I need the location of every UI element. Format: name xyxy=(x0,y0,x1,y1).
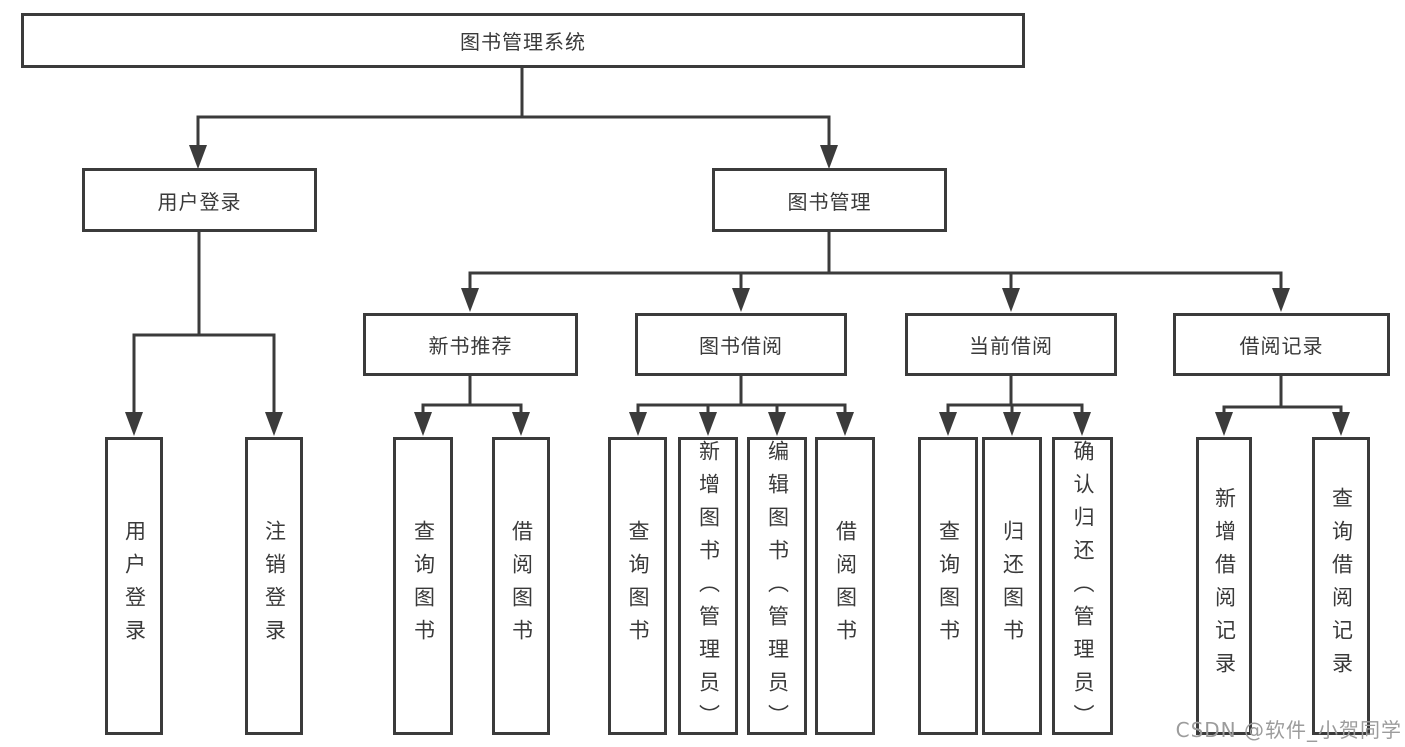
node-user-login: 用户登录 xyxy=(82,168,317,232)
leaf-add-borrow-record: 新增借阅记录 xyxy=(1196,437,1252,735)
leaf-add-book-admin-label: 新增图书（管理员） xyxy=(696,440,721,737)
leaf-edit-book-admin-label: 编辑图书（管理员） xyxy=(765,440,790,737)
leaf-logout: 注销登录 xyxy=(245,437,303,735)
leaf-query-borrow-record-label: 查询借阅记录 xyxy=(1329,487,1354,685)
leaf-add-book-admin: 新增图书（管理员） xyxy=(678,437,738,737)
leaf-borrow-books-recommend-label: 借阅图书 xyxy=(509,520,534,652)
connector-book-borrow-children xyxy=(629,376,854,436)
node-book-management-label: 图书管理 xyxy=(787,189,872,214)
node-new-book-recommend: 新书推荐 xyxy=(363,313,578,376)
leaf-add-borrow-record-label: 新增借阅记录 xyxy=(1212,487,1237,685)
connector-book-management-children xyxy=(461,232,1290,312)
leaf-query-books-recommend-label: 查询图书 xyxy=(411,520,436,652)
leaf-borrow-books: 借阅图书 xyxy=(815,437,875,735)
node-current-borrow: 当前借阅 xyxy=(905,313,1117,376)
node-book-borrow-label: 图书借阅 xyxy=(699,334,783,358)
leaf-query-books-borrow: 查询图书 xyxy=(608,437,667,735)
connector-borrow-record-children xyxy=(1215,376,1350,436)
leaf-confirm-return-admin-label: 确认归还（管理员） xyxy=(1071,440,1095,737)
leaf-query-books-current-label: 查询图书 xyxy=(936,520,961,652)
leaf-query-books-current: 查询图书 xyxy=(918,437,978,735)
node-book-borrow: 图书借阅 xyxy=(635,313,847,376)
connector-new-book-children xyxy=(414,376,530,436)
leaf-borrow-books-label: 借阅图书 xyxy=(833,520,858,652)
node-root: 图书管理系统 xyxy=(21,13,1025,68)
node-current-borrow-label: 当前借阅 xyxy=(969,334,1053,358)
leaf-confirm-return-admin: 确认归还（管理员） xyxy=(1052,437,1113,737)
leaf-return-book: 归还图书 xyxy=(982,437,1042,735)
leaf-user-login-label: 用户登录 xyxy=(122,520,147,652)
node-borrow-records-label: 借阅记录 xyxy=(1239,334,1324,358)
node-new-book-recommend-label: 新书推荐 xyxy=(428,334,513,358)
leaf-query-books-borrow-label: 查询图书 xyxy=(626,520,650,652)
leaf-query-borrow-record: 查询借阅记录 xyxy=(1312,437,1370,735)
leaf-query-books-recommend: 查询图书 xyxy=(393,437,453,735)
connector-root-to-level2 xyxy=(189,68,838,169)
node-root-label: 图书管理系统 xyxy=(460,30,586,54)
watermark: CSDN @软件_小贺同学 xyxy=(1175,718,1402,742)
leaf-edit-book-admin: 编辑图书（管理员） xyxy=(747,437,807,737)
connector-user-login-children xyxy=(125,232,283,436)
node-borrow-records: 借阅记录 xyxy=(1173,313,1390,376)
node-book-management: 图书管理 xyxy=(712,168,947,232)
leaf-user-login: 用户登录 xyxy=(105,437,163,735)
leaf-return-book-label: 归还图书 xyxy=(1000,520,1025,652)
node-user-login-label: 用户登录 xyxy=(157,189,242,214)
leaf-logout-label: 注销登录 xyxy=(262,520,287,652)
connector-current-borrow-children xyxy=(939,376,1091,436)
leaf-borrow-books-recommend: 借阅图书 xyxy=(492,437,550,735)
